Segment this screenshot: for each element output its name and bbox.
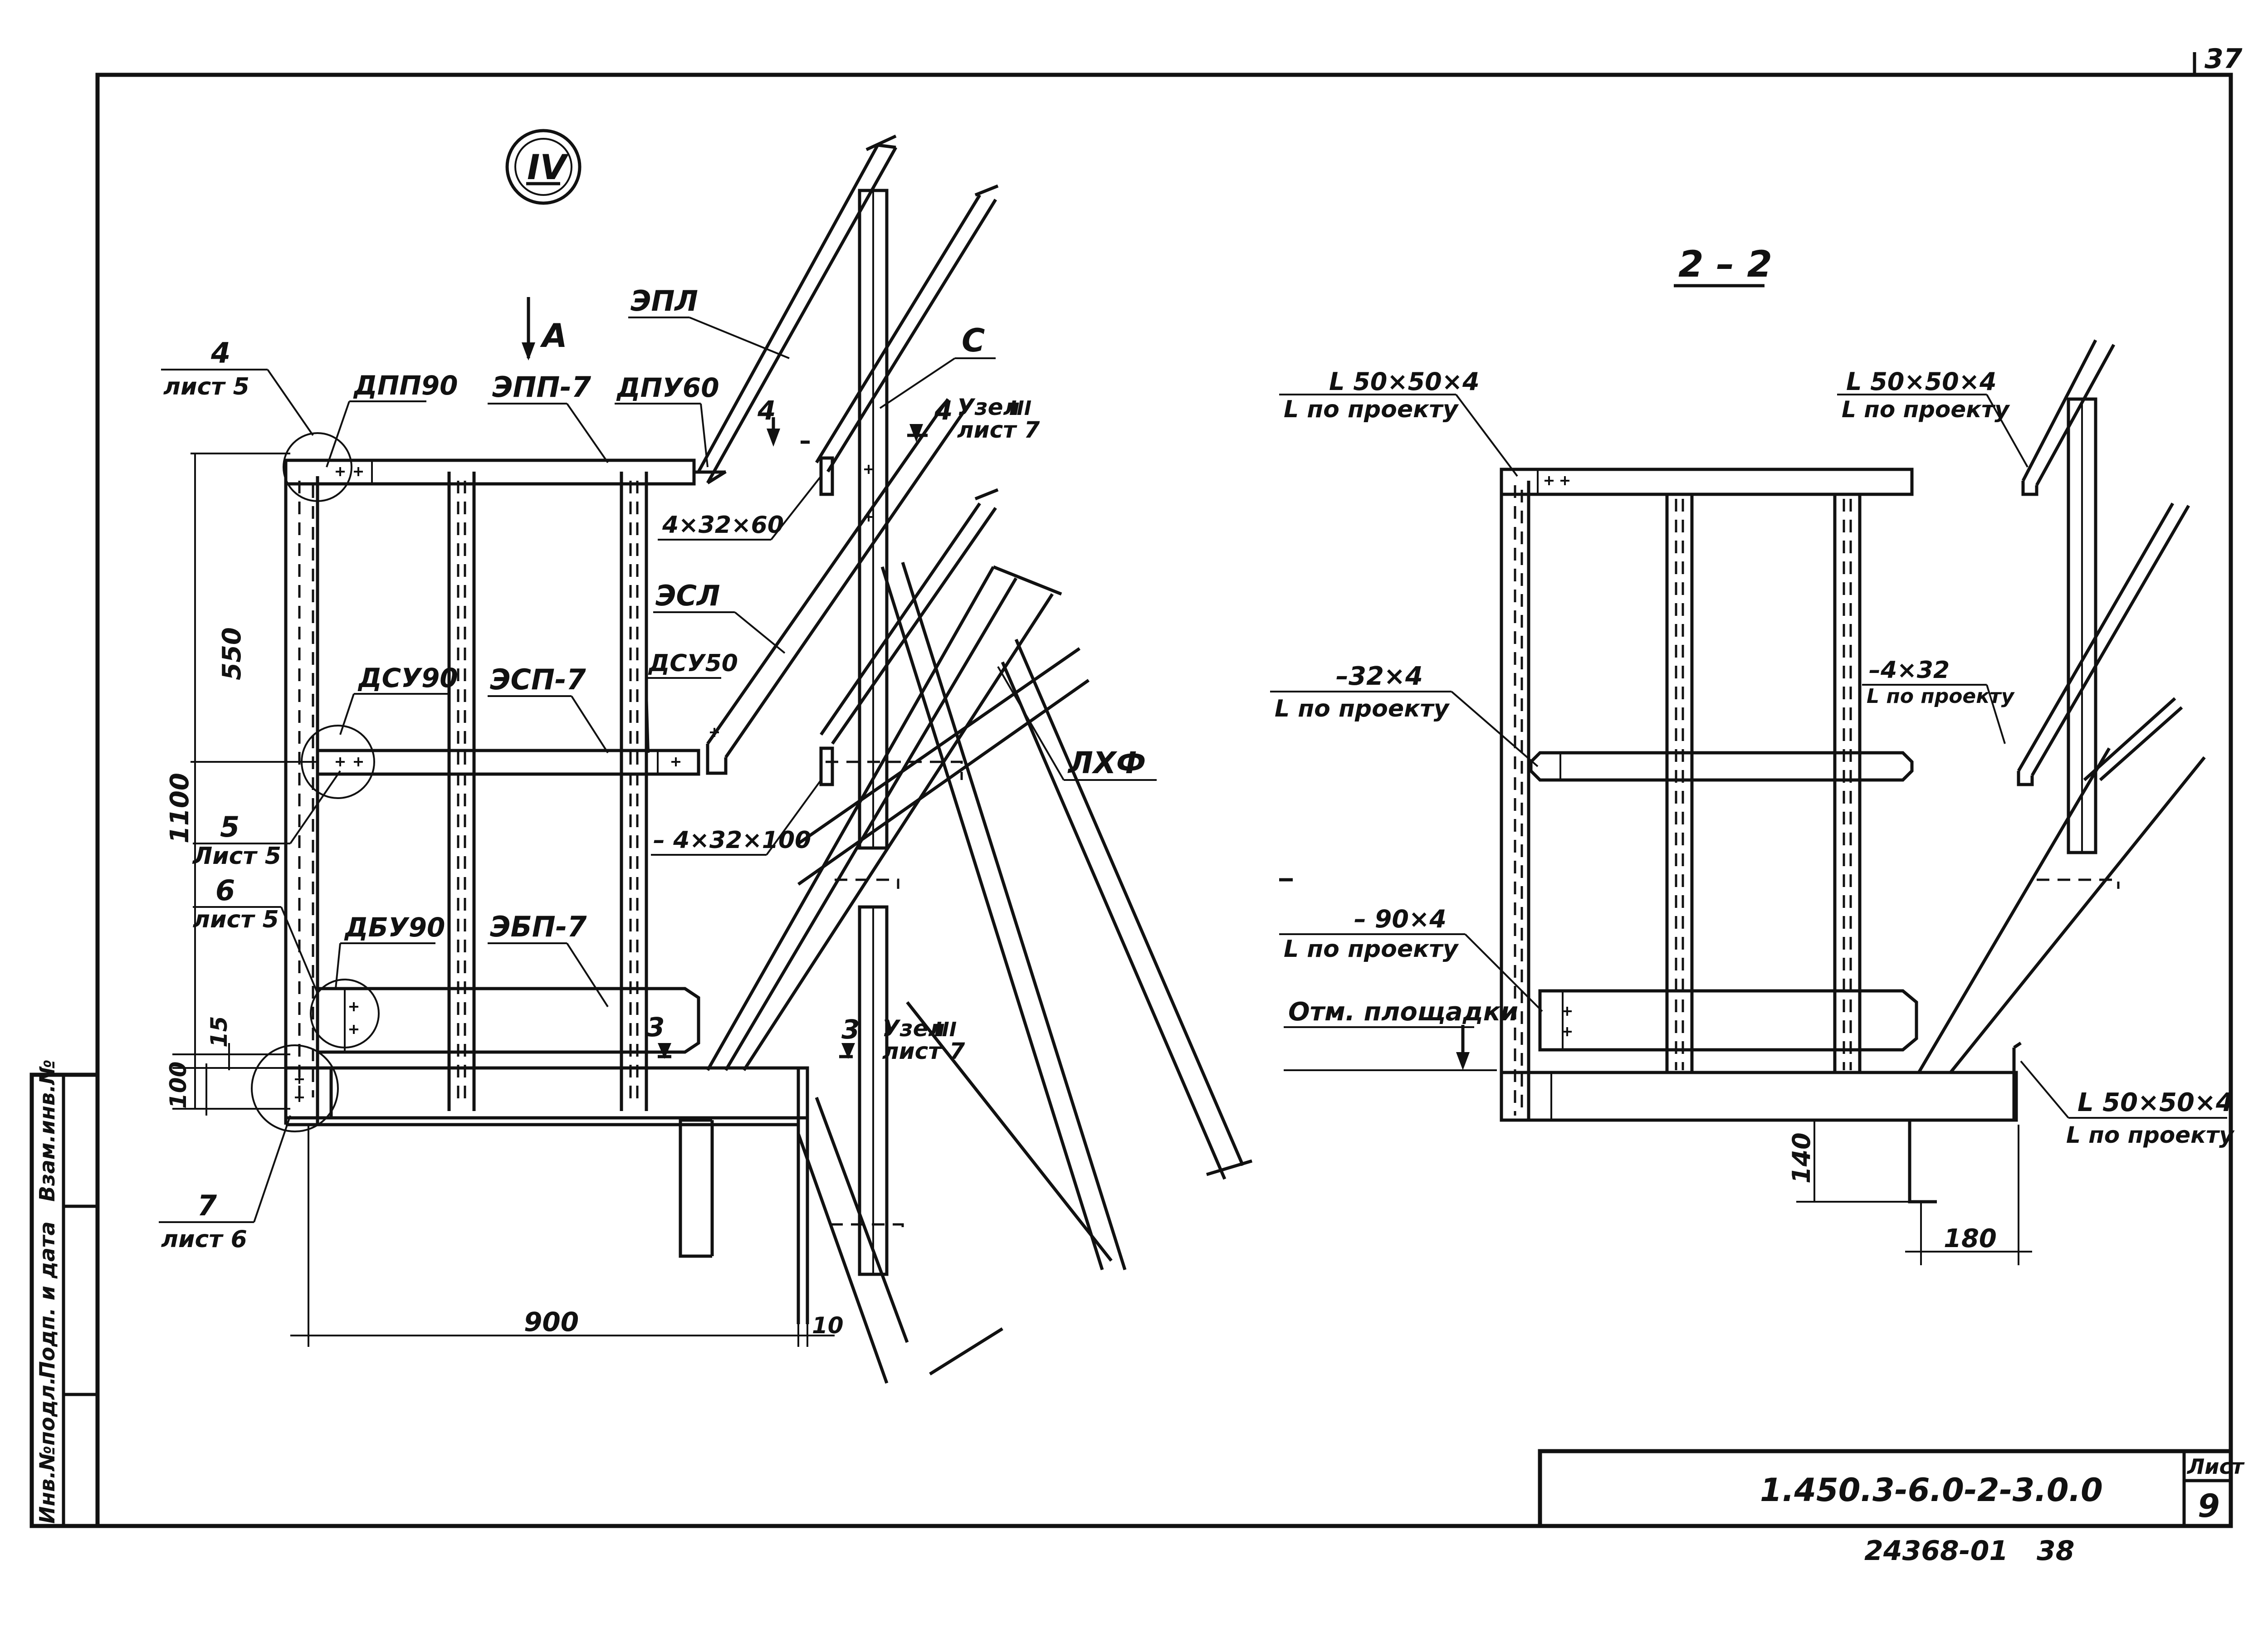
ref-5-num: 5 (220, 810, 240, 843)
archive-page: 38 (2037, 1535, 2075, 1567)
dim-10: 10 (812, 1312, 844, 1339)
stringer-lhf (706, 561, 1293, 1384)
label-strip-90x4-note: L по проекту (1284, 936, 1459, 963)
dimensions-section-2-2: 140 180 (1787, 1119, 2032, 1265)
label-angle-top-right: L 50×50×4 (1846, 367, 1997, 396)
doc-code: 1.450.3-6.0-2-3.0.0 (1760, 1472, 2103, 1509)
platform-beam (284, 1066, 809, 1324)
label-angle-bottom-note: L по проекту (2066, 1122, 2235, 1148)
label-angle-top-right-note: L по проекту (1842, 396, 2010, 423)
label-ebp7: ЭБП-7 (490, 910, 587, 943)
view-iv: IV А (159, 129, 1293, 1384)
corner-mark: 37 (2204, 43, 2243, 75)
ref-4-num: 4 (210, 336, 230, 370)
label-uzel-top-num: III (1009, 397, 1031, 420)
label-epp7: ЭПП-7 (492, 370, 591, 404)
drawing-frame: 37 (95, 43, 2243, 1528)
sheet-number: 9 (2198, 1487, 2220, 1525)
dim-140: 140 (1787, 1132, 1816, 1184)
ref-7-num: 7 (197, 1189, 217, 1222)
section-2-2: 2 – 2 (1270, 243, 2235, 1265)
ref-6-num: 6 (215, 874, 235, 907)
ref-6-sheet: лист 5 (193, 906, 279, 933)
node-mark: IV (527, 147, 569, 187)
ref-5-sheet: Лист 5 (192, 843, 281, 870)
dim-15: 15 (206, 1016, 232, 1048)
sheet-label: Лист (2186, 1454, 2245, 1479)
label-strip-32x4-note: L по проекту (1275, 695, 1450, 722)
label-plate-4x32x100: – 4×32×100 (653, 827, 811, 854)
label-dpu60: ДПУ60 (616, 372, 719, 403)
label-plate-4x32x60: 4×32×60 (662, 512, 784, 539)
label-dpp90: ДПП90 (353, 370, 458, 401)
ref-7-sheet: лист 6 (161, 1226, 247, 1253)
label-dsu90: ДСУ90 (357, 663, 458, 693)
label-uzel-bot-num: III (934, 1018, 957, 1041)
label-cut3-right: 3 (841, 1014, 860, 1045)
stair-handrail (697, 134, 898, 484)
label-cut3-left: 3 (646, 1012, 665, 1043)
dim-900: 900 (524, 1306, 579, 1337)
label-strip-90x4: – 90×4 (1354, 905, 1447, 933)
dimensions-view-iv: 550 1100 15 100 900 10 (165, 453, 844, 1347)
label-lhf: ЛХФ (1067, 746, 1146, 780)
inner-posts (447, 472, 648, 1111)
archive-number: 24368-01 (1864, 1535, 2008, 1567)
label-uzel-bot-sheet: лист 7 (882, 1038, 965, 1064)
dim-100: 100 (165, 1062, 191, 1109)
ref-4-sheet: лист 5 (163, 373, 249, 400)
top-rail (284, 458, 726, 486)
label-strip-4x32: –4×32 (1869, 657, 1950, 684)
stair-post (858, 189, 889, 1276)
label-angle-top-left: L 50×50×4 (1329, 367, 1480, 396)
label-dbu90: ДБУ90 (344, 912, 445, 943)
section-title: 2 – 2 (1678, 243, 1772, 285)
label-uzel-top-sheet: лист 7 (957, 417, 1040, 443)
label-platform-level: Отм. площадки (1288, 997, 1518, 1027)
label-angle-bottom: L 50×50×4 (2077, 1088, 2234, 1117)
label-angle-top-left-note: L по проекту (1284, 396, 1459, 423)
label-strip-32x4: –32×4 (1336, 662, 1423, 691)
dim-1100: 1100 (165, 773, 195, 843)
stamp-inv-podl: Инв.№подл. (35, 1377, 59, 1524)
label-dsu50: ДСУ50 (648, 650, 738, 677)
side-stamp: Инв.№подл. Подп. и дата Взам.инв.№ (29, 1059, 100, 1528)
label-cut4-right: 4 (934, 395, 953, 426)
label-uzel-top: Узел (957, 394, 1020, 420)
label-c: С (962, 322, 985, 359)
label-esl: ЭСЛ (655, 579, 720, 612)
label-uzel-bot: Узел (882, 1015, 945, 1042)
label-cut4-left: 4 (757, 395, 776, 426)
dim-180: 180 (1944, 1224, 1997, 1253)
label-epl: ЭПЛ (631, 284, 698, 317)
stamp-vzam-inv: Взам.инв.№ (35, 1059, 59, 1202)
stamp-podp-data: Подп. и дата (35, 1221, 59, 1379)
node-mark-circle (505, 129, 582, 205)
title-block: 1.450.3-6.0-2-3.0.0 Лист 9 24368-01 38 (1538, 1449, 2245, 1567)
label-esp7: ЭСП-7 (490, 663, 587, 696)
arrow-a-label: А (540, 317, 567, 355)
dim-550: 550 (217, 627, 247, 680)
